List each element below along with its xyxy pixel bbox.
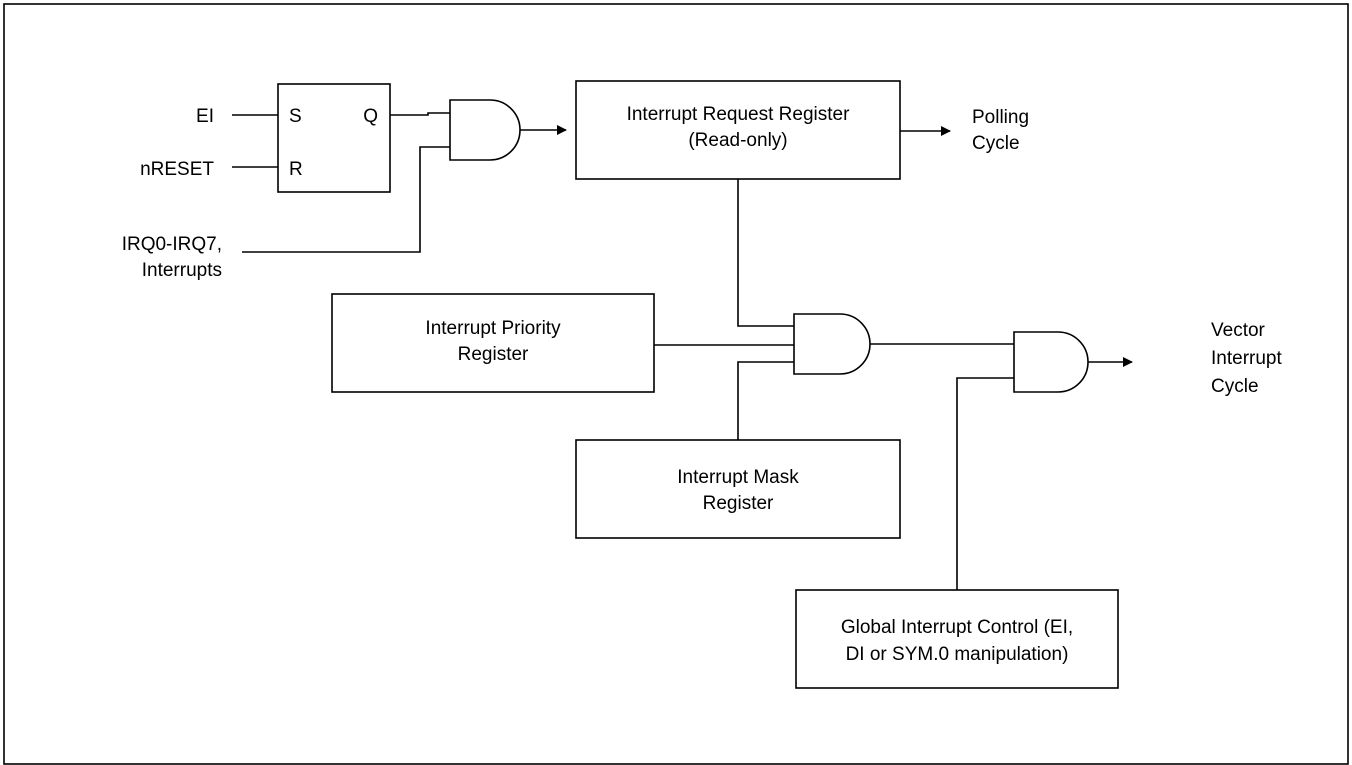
and-gate-1: [449, 99, 521, 161]
flipflop-s-label: S: [289, 106, 302, 127]
flipflop-r-label: R: [289, 159, 303, 180]
global-interrupt-control: [795, 589, 1119, 689]
mask-to-and2-wire: [737, 361, 794, 440]
mask-register-label-line2: Register: [703, 493, 774, 514]
nreset-input-label: nRESET: [140, 159, 214, 180]
global-control-label-line1: Global Interrupt Control (EI,: [841, 617, 1073, 638]
q-wire: [390, 112, 450, 116]
ei-input-label: EI: [196, 106, 214, 127]
polling-label-line1: Polling: [972, 107, 1029, 128]
sr-flipflop: [277, 83, 391, 193]
global-control-label-line2: DI or SYM.0 manipulation): [846, 644, 1069, 665]
request-to-and2-wire: [737, 179, 794, 327]
interrupt-mask-register: [575, 439, 901, 539]
irq-input-label-line1: IRQ0-IRQ7,: [122, 234, 222, 255]
priority-register-label-line1: Interrupt Priority: [425, 318, 561, 339]
priority-register-label-line2: Register: [458, 344, 529, 365]
interrupt-priority-register: [331, 293, 655, 393]
vector-label-line1: Vector: [1211, 320, 1266, 341]
global-control-to-and3-wire: [956, 377, 1014, 590]
irq-input-label-line2: Interrupts: [142, 260, 222, 281]
mask-register-label-line1: Interrupt Mask: [677, 467, 799, 488]
irq-wire: [242, 146, 450, 253]
vector-label-line3: Cycle: [1211, 376, 1259, 397]
flipflop-q-label: Q: [363, 106, 378, 127]
diagram-frame: [3, 3, 1349, 765]
request-register-label-line1: Interrupt Request Register: [627, 104, 851, 125]
and-gate-2: [793, 313, 871, 375]
request-register-label-line2: (Read-only): [688, 130, 787, 151]
vector-label-line2: Interrupt: [1211, 348, 1282, 369]
and-gate-3: [1013, 331, 1089, 393]
polling-label-line2: Cycle: [972, 133, 1020, 154]
